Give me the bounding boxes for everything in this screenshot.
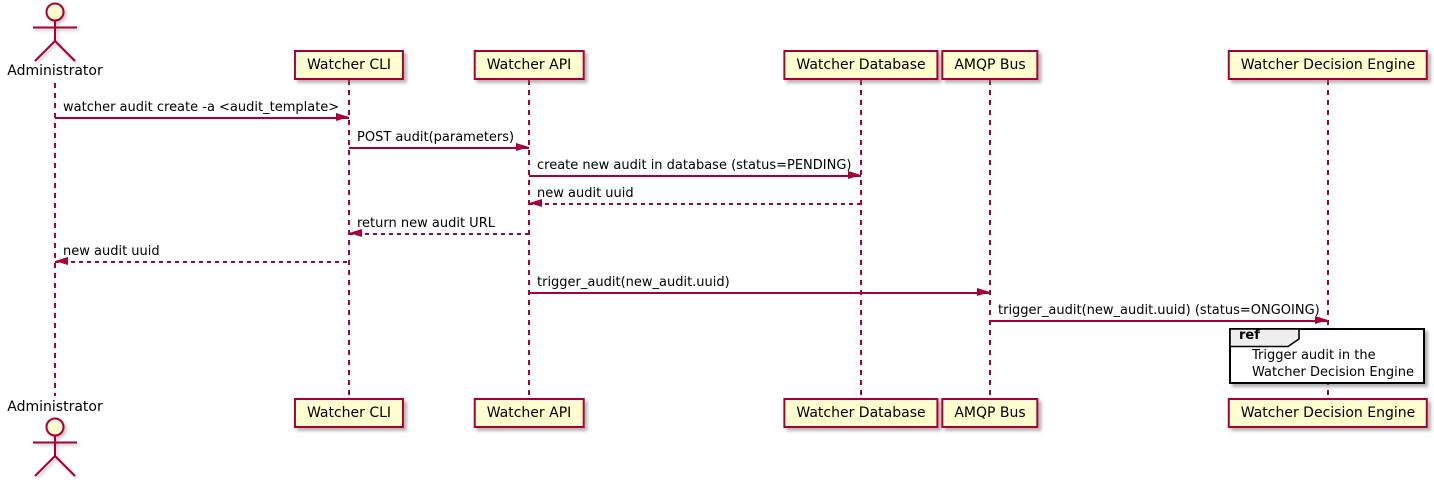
lifeline-watcher-decision-engine: [1327, 80, 1329, 398]
message-label: trigger_audit(new_audit.uuid) (status=ON…: [998, 303, 1320, 318]
message-line: [55, 261, 349, 263]
participant-amqp-bus-top: AMQP Bus: [941, 50, 1039, 80]
message-arrowhead-icon: [349, 229, 362, 238]
ref-keyword: ref: [1239, 328, 1260, 343]
participant-watcher-database-bottom: Watcher Database: [783, 398, 939, 428]
message-arrowhead-icon: [848, 171, 861, 180]
message-line: [55, 117, 349, 119]
message-line: [349, 233, 529, 235]
message-label: POST audit(parameters): [357, 130, 515, 145]
message-line: [529, 203, 861, 205]
participant-watcher-cli-top: Watcher CLI: [293, 50, 405, 80]
ref-text-line: Watcher Decision Engine: [1252, 365, 1414, 380]
actor-label-bottom: Administrator: [7, 399, 103, 415]
participant-watcher-decision-engine-bottom: Watcher Decision Engine: [1227, 398, 1429, 428]
message-label: new audit uuid: [63, 244, 160, 259]
participant-watcher-database-top: Watcher Database: [783, 50, 939, 80]
message-label: watcher audit create -a <audit_template>: [63, 100, 340, 115]
ref-pentagon-icon: [1229, 328, 1300, 348]
lifeline-amqp-bus: [989, 80, 991, 398]
ref-text-line: Trigger audit in the: [1252, 348, 1376, 363]
participant-watcher-api-bottom: Watcher API: [473, 398, 585, 428]
actor-label-top: Administrator: [7, 63, 103, 79]
lifeline-watcher-api: [528, 80, 530, 398]
message-label: new audit uuid: [537, 186, 634, 201]
message-line: [349, 147, 529, 149]
message-arrowhead-icon: [529, 199, 542, 208]
message-label: return new audit URL: [357, 216, 495, 231]
message-line: [529, 175, 861, 177]
actor-icon: [33, 2, 77, 62]
message-line: [529, 292, 990, 294]
message-label: create new audit in database (status=PEN…: [537, 158, 852, 173]
ref-fragment-tag: ref: [1229, 328, 1301, 348]
message-label: trigger_audit(new_audit.uuid): [537, 275, 730, 290]
participant-amqp-bus-bottom: AMQP Bus: [941, 398, 1039, 428]
lifeline-administrator: [54, 83, 56, 396]
participant-watcher-api-top: Watcher API: [473, 50, 585, 80]
message-arrowhead-icon: [516, 143, 529, 152]
message-arrowhead-icon: [55, 257, 68, 266]
message-arrowhead-icon: [1315, 316, 1328, 325]
lifeline-watcher-database: [860, 80, 862, 398]
participant-watcher-decision-engine-top: Watcher Decision Engine: [1227, 50, 1429, 80]
message-arrowhead-icon: [336, 113, 349, 122]
participant-watcher-cli-bottom: Watcher CLI: [293, 398, 405, 428]
actor-figure-top: [26, 2, 84, 68]
message-arrowhead-icon: [977, 288, 990, 297]
actor-icon: [33, 417, 77, 477]
lifeline-watcher-cli: [348, 80, 350, 398]
message-line: [990, 320, 1328, 322]
actor-figure-bottom: [26, 417, 84, 483]
